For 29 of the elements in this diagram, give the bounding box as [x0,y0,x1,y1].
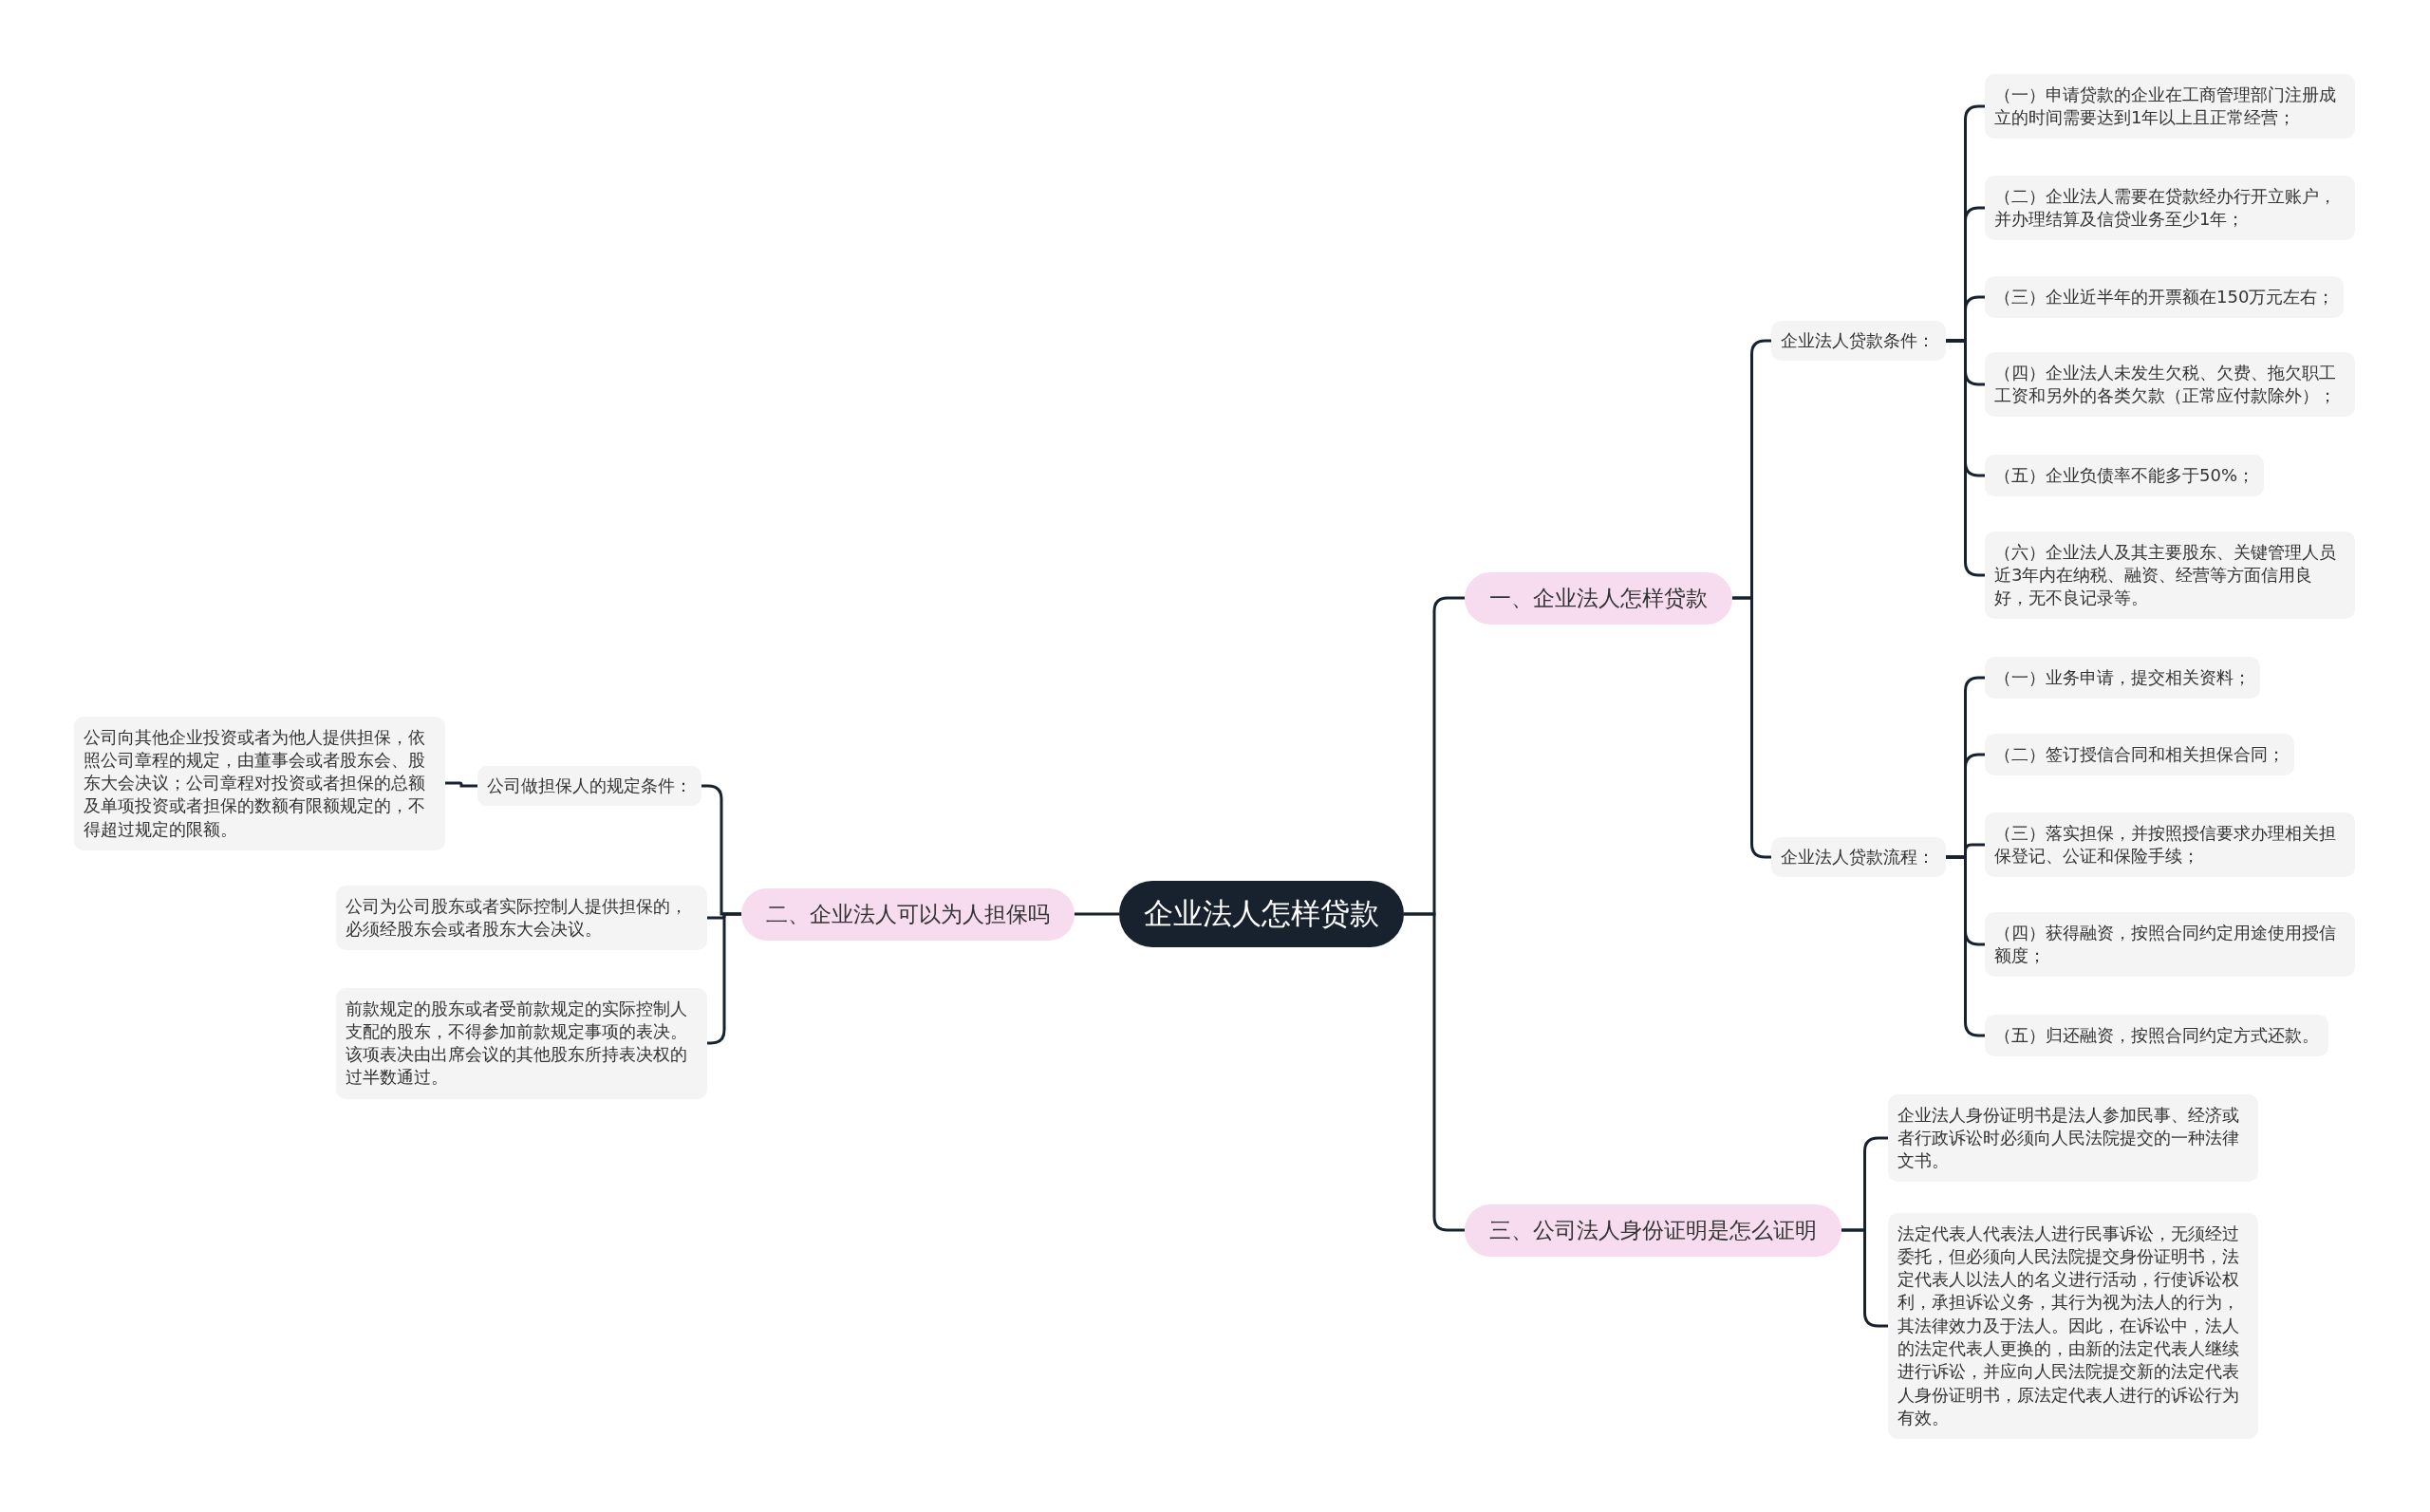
connector-line [1075,912,1119,916]
text-card: 企业法人身份证明书是法人参加民事、经济或者行政诉讼时必须向人民法院提交的一种法律文书。 [1888,1093,2258,1183]
subtopic: 公司做担保人的规定条件： [477,766,701,806]
text-card: （五）企业负债率不能多于50%； [1985,455,2264,497]
main-topic: 一、企业法人怎样贷款 [1465,571,1732,625]
connector-line [1841,1228,1888,1328]
text-card: （四）企业法人未发生欠税、欠费、拖欠职工工资和另外的各类欠款（正常应付款除外）； [1985,351,2355,418]
text-card: 公司向其他企业投资或者为他人提供担保，依照公司章程的规定，由董事会或者股东会、股东大会决议；公司章程对投资或者担保的总额及单项投资或者担保的数额有限额规定的，不得超过规定的限额。 [74,716,445,850]
main-topic: 三、公司法人身份证明是怎么证明 [1465,1204,1841,1257]
connector-line [445,781,477,788]
root-topic: 企业法人怎样贷款 [1119,881,1404,947]
subtopic: 企业法人贷款条件： [1771,321,1946,361]
text-card: 前款规定的股东或者受前款规定的实际控制人支配的股东，不得参加前款规定事项的表决。该项表决由出席会议的其他股东所持表决权的过半数通过。 [336,987,707,1099]
text-card: （三）企业近半年的开票额在150万元左右； [1985,276,2345,319]
connector-line [1946,339,1985,577]
text-card: 法定代表人代表法人进行民事诉讼，无须经过委托，但必须向人民法院提交身份证明书，法定代表人以法人的名义进行活动，行使诉讼权利，承担诉讼义务，其行为视为法人的行为，其法律效力及于法人。因此，在诉讼中，法人的法定代表人更换的，由新的法定代表人继续进行诉讼，并应向人民法院提交新的法定代表人身份证明书，原法定代表人进行的诉讼行为有效。 [1888,1212,2258,1440]
subtopic: 企业法人贷款流程： [1771,837,1946,877]
text-card: （六）企业法人及其主要股东、关键管理人员近3年内在纳税、融资、经营等方面信用良好，无不良记录等。 [1985,531,2355,620]
text-card: （一）申请贷款的企业在工商管理部门注册成立的时间需要达到1年以上且正常经营； [1985,73,2355,140]
connector-line [1732,596,1771,859]
main-topic: 二、企业法人可以为人担保吗 [741,887,1075,941]
text-card: （二）签订授信合同和相关担保合同； [1985,734,2294,776]
text-card: 公司为公司股东或者实际控制人提供担保的，必须经股东会或者股东大会决议。 [336,885,707,951]
text-card: （二）企业法人需要在贷款经办行开立账户，并办理结算及信贷业务至少1年； [1985,175,2355,241]
text-card: （三）落实担保，并按照授信要求办理相关担保登记、公证和保险手续； [1985,812,2355,878]
text-card: （四）获得融资，按照合同约定用途使用授信额度； [1985,911,2355,978]
text-card: （五）归还融资，按照合同约定方式还款。 [1985,1015,2328,1057]
connector-line [1946,855,1985,1037]
text-card: （一）业务申请，提交相关资料； [1985,657,2260,700]
